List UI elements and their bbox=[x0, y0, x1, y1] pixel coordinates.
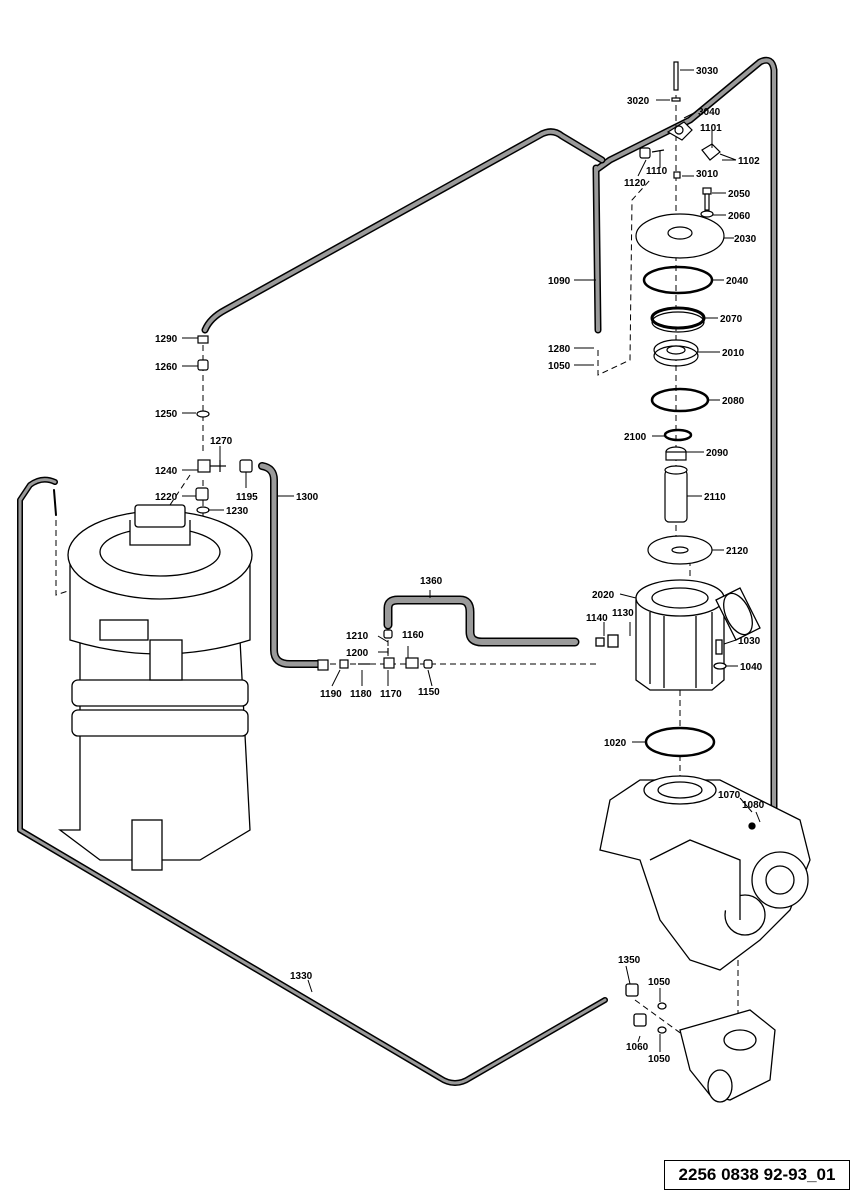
label-1250: 1250 bbox=[155, 409, 178, 420]
label-2040: 2040 bbox=[726, 276, 749, 287]
label-1110: 1110 bbox=[646, 166, 668, 177]
hose-1290 bbox=[201, 128, 606, 334]
label-2060: 2060 bbox=[728, 211, 751, 222]
label-2050: 2050 bbox=[728, 189, 751, 200]
label-1170: 1170 bbox=[380, 689, 402, 700]
label-1030: 1030 bbox=[738, 636, 761, 647]
label-2110: 2110 bbox=[704, 492, 726, 503]
label-1090: 1090 bbox=[548, 276, 571, 287]
label-1290: 1290 bbox=[155, 334, 178, 345]
label-1220: 1220 bbox=[155, 492, 178, 503]
label-1140: 1140 bbox=[586, 613, 608, 624]
label-1280: 1280 bbox=[548, 344, 571, 355]
label-1270: 1270 bbox=[210, 436, 233, 447]
label-1350: 1350 bbox=[618, 955, 641, 966]
label-3030: 3030 bbox=[696, 66, 719, 77]
label-1210: 1210 bbox=[346, 631, 369, 642]
label-2080: 2080 bbox=[722, 396, 745, 407]
label-1180: 1180 bbox=[350, 689, 372, 700]
label-1040: 1040 bbox=[740, 662, 763, 673]
label-3010: 3010 bbox=[696, 169, 719, 180]
label-2020: 2020 bbox=[592, 590, 615, 601]
drawing-reference-number: 2256 0838 92-93_01 bbox=[664, 1160, 850, 1190]
label-1200: 1200 bbox=[346, 648, 369, 659]
label-1360: 1360 bbox=[420, 576, 443, 587]
compressor-element bbox=[599, 775, 811, 971]
label-1080: 1080 bbox=[742, 800, 765, 811]
label-1195: 1195 bbox=[236, 492, 258, 503]
label-1330: 1330 bbox=[290, 971, 313, 982]
label-2030: 2030 bbox=[734, 234, 757, 245]
label-1150: 1150 bbox=[418, 687, 440, 698]
label-2100: 2100 bbox=[624, 432, 647, 443]
label-2010: 2010 bbox=[722, 348, 745, 359]
label-1050-bottom: 1050 bbox=[648, 1054, 671, 1065]
filter-housing bbox=[595, 579, 761, 691]
label-1160: 1160 bbox=[402, 630, 424, 641]
label-1050-top: 1050 bbox=[548, 361, 571, 372]
label-1230: 1230 bbox=[226, 506, 249, 517]
label-1190: 1190 bbox=[320, 689, 342, 700]
label-1070: 1070 bbox=[718, 790, 741, 801]
label-1130: 1130 bbox=[612, 608, 634, 619]
label-1101: 1101 bbox=[700, 123, 722, 134]
label-3040: 3040 bbox=[698, 107, 721, 118]
oil-separator-vessel bbox=[58, 504, 253, 871]
label-1260: 1260 bbox=[155, 362, 178, 373]
label-1050-mid: 1050 bbox=[648, 977, 671, 988]
label-1240: 1240 bbox=[155, 466, 178, 477]
label-1102: 1102 bbox=[738, 156, 760, 167]
label-1020: 1020 bbox=[604, 738, 627, 749]
label-2120: 2120 bbox=[726, 546, 749, 557]
label-1120: 1120 bbox=[624, 178, 646, 189]
label-1060: 1060 bbox=[626, 1042, 649, 1053]
label-2090: 2090 bbox=[706, 448, 729, 459]
label-3020: 3020 bbox=[627, 96, 650, 107]
bottom-valve-housing bbox=[625, 983, 776, 1103]
label-1300: 1300 bbox=[296, 492, 319, 503]
label-2070: 2070 bbox=[720, 314, 743, 325]
